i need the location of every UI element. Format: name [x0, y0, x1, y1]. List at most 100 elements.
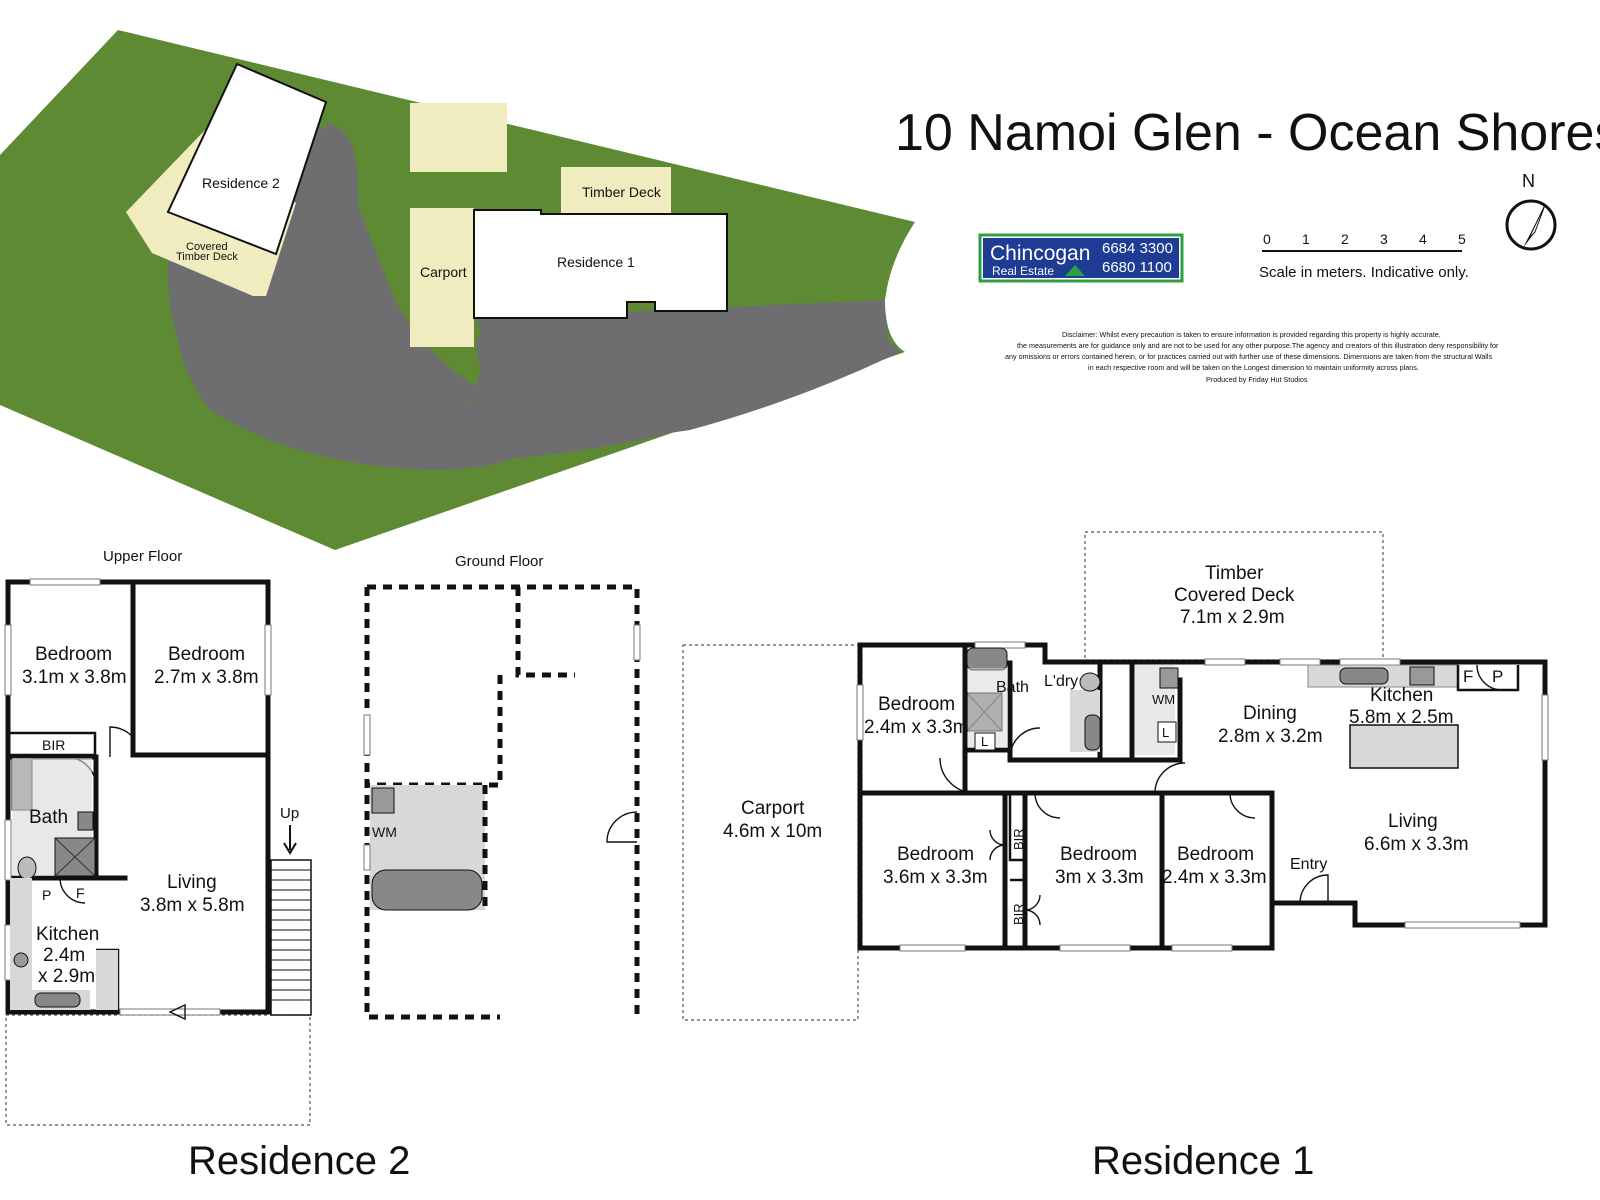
r1-bedroom-c-name: Bedroom — [1060, 844, 1137, 865]
r1-deck-outline — [1084, 531, 1384, 661]
r2-bir-label: BIR — [42, 737, 65, 753]
residence2-heading: Residence 2 — [188, 1139, 410, 1183]
upper-floor-deck-outline — [5, 1014, 311, 1126]
site-carport — [410, 208, 474, 347]
logo-mountain-icon — [1065, 265, 1085, 276]
agency-logo: Chincogan Real Estate 6684 3300 6680 110… — [978, 233, 1184, 283]
r1-deck-size: 7.1m x 2.9m — [1180, 607, 1285, 628]
r1-carport-name: Carport — [741, 798, 805, 819]
logo-phone-2: 6680 1100 — [1102, 259, 1172, 276]
r1-bedroom-b-size: 3.6m x 3.3m — [883, 867, 988, 888]
site-carport-label: Carport — [420, 264, 467, 280]
site-residence1-label: Residence 1 — [557, 254, 635, 270]
r1-bath-l-label: L — [981, 734, 988, 749]
site-deck-top — [410, 103, 507, 172]
site-covered-deck-label-1: Covered — [186, 241, 228, 253]
cooktop-icon — [13, 952, 29, 968]
scale-tick-1: 1 — [1302, 231, 1310, 247]
residence2-ground-floor: Ground Floor WM — [363, 553, 641, 1020]
logo-name: Chincogan — [990, 242, 1090, 265]
r1-laundry-tub-icon — [1084, 714, 1101, 751]
r1-wm-icon — [1159, 667, 1179, 689]
r1-toilet-icon — [1079, 672, 1101, 692]
site-driveway-curve — [167, 124, 884, 462]
r2-kitchen-size-2: x 2.9m — [38, 966, 95, 987]
ground-wm-icon — [371, 787, 395, 814]
residence2-upper-floor: Upper Floor Up — [4, 548, 312, 1126]
site-covered-deck-label-2: Timber Deck — [176, 251, 238, 263]
stairs-arrow-icon — [283, 825, 297, 855]
r1-living-name: Living — [1388, 811, 1438, 832]
r1-deck-name-1: Timber — [1205, 563, 1264, 584]
r1-dining-size: 2.8m x 3.2m — [1218, 726, 1323, 747]
r1-bath-label: Bath — [996, 679, 1029, 696]
r1-kitchen-name: Kitchen — [1370, 685, 1433, 706]
disclaimer: Disclaimer: Whilst every precaution is t… — [1005, 330, 1499, 384]
site-timber-deck-label: Timber Deck — [582, 184, 662, 200]
site-plan: Residence 2 Covered Timber Deck Timber D… — [0, 30, 915, 550]
r1-laundry-l-label: L — [1162, 725, 1169, 740]
r2-living-size: 3.8m x 5.8m — [140, 895, 245, 916]
r1-cooktop-icon — [1409, 666, 1435, 686]
r1-bedroom-a-name: Bedroom — [878, 694, 955, 715]
bath-basin-icon — [77, 811, 94, 831]
r1-bedroom-c-size: 3m x 3.3m — [1055, 867, 1144, 888]
stairs — [270, 859, 312, 1016]
compass-label: N — [1522, 171, 1535, 191]
scale-tick-2: 2 — [1341, 231, 1349, 247]
site-residence2 — [166, 62, 328, 256]
disclaimer-line-1: Disclaimer: Whilst every precaution is t… — [1062, 330, 1441, 339]
residence1-floor-plan: Timber Covered Deck 7.1m x 2.9m Carport … — [682, 531, 1549, 1021]
toilet-icon — [17, 856, 37, 880]
r1-dining-name: Dining — [1243, 703, 1297, 724]
disclaimer-line-2: the measurements are for guidance only a… — [1017, 341, 1499, 350]
r1-bedroom-b-name: Bedroom — [897, 844, 974, 865]
ground-wm-label: WM — [372, 824, 397, 840]
r1-bath-l-box — [974, 732, 996, 751]
site-residence2-label: Residence 2 — [202, 175, 280, 191]
r1-bedroom-d-name: Bedroom — [1177, 844, 1254, 865]
r1-deck-name-2: Covered Deck — [1174, 585, 1295, 606]
r2-fridge-label: F — [76, 885, 85, 901]
r1-carport-size: 4.6m x 10m — [723, 821, 822, 842]
logo-subtitle: Real Estate — [992, 264, 1054, 278]
site-residence1 — [473, 209, 728, 319]
scale-tick-4: 4 — [1419, 231, 1427, 247]
r2-kitchen-size-1: 2.4m — [43, 945, 85, 966]
r1-wm-label: WM — [1152, 692, 1175, 707]
upper-floor-label: Upper Floor — [103, 548, 182, 565]
r1-living-size: 6.6m x 3.3m — [1364, 834, 1469, 855]
scale-tick-0: 0 — [1263, 231, 1271, 247]
r2-pantry-label: P — [42, 887, 51, 903]
ground-tub-icon — [371, 869, 483, 911]
disclaimer-line-4: in each respective room and will be take… — [1088, 363, 1419, 372]
r2-bath-label: Bath — [29, 807, 68, 828]
scale-tick-3: 3 — [1380, 231, 1388, 247]
r1-bath-tub-icon — [966, 647, 1008, 671]
north-compass-icon: N — [1505, 171, 1557, 251]
r1-kitchen-island — [1349, 724, 1459, 769]
r2-bedroom1-size: 3.1m x 3.8m — [22, 667, 127, 688]
r2-bedroom2-name: Bedroom — [168, 644, 245, 665]
r1-laundry-l-box — [1157, 721, 1177, 743]
r1-kitchen-sink-icon — [1339, 667, 1389, 685]
r2-bedroom1-name: Bedroom — [35, 644, 112, 665]
r1-bedroom-d-size: 2.4m x 3.3m — [1162, 867, 1267, 888]
r1-bedroom-a-size: 2.4m x 3.3m — [864, 717, 969, 738]
r1-laundry-label: L'dry — [1044, 673, 1078, 690]
r1-kitchen-size: 5.8m x 2.5m — [1349, 707, 1454, 728]
r1-fridge-label: F — [1463, 667, 1473, 686]
r2-living-name: Living — [167, 872, 217, 893]
disclaimer-line-5: Produced by Friday Hut Studios — [1206, 375, 1308, 384]
logo-phone-1: 6684 3300 — [1102, 240, 1173, 257]
scale-caption: Scale in meters. Indicative only. — [1259, 264, 1469, 281]
disclaimer-line-3: any omissions or errors contained herein… — [1005, 352, 1493, 361]
r1-bir-2-label: BIR — [1011, 903, 1026, 925]
kitchen-sink-icon — [34, 992, 81, 1008]
r1-bir-1-label: BIR — [1011, 828, 1026, 850]
r1-pantry-label: P — [1492, 667, 1503, 686]
stairs-up-label: Up — [280, 805, 299, 822]
r2-bedroom2-size: 2.7m x 3.8m — [154, 667, 259, 688]
scale-bar: 0 1 2 3 4 5 Scale in meters. Indicative … — [1259, 231, 1469, 281]
